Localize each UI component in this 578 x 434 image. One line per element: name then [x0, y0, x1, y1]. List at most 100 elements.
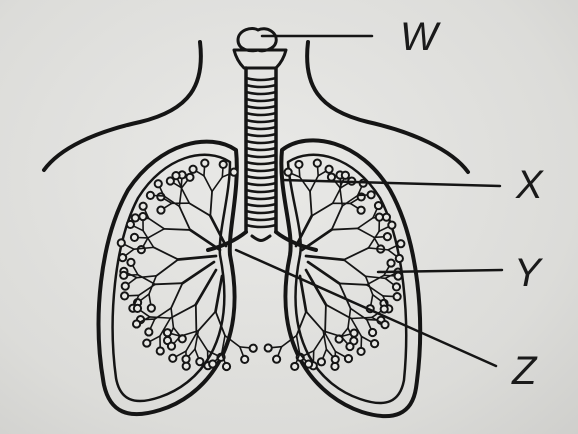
bronchiole-branch [212, 177, 222, 191]
bronchiole-branch [189, 203, 210, 216]
alveolus [396, 255, 403, 262]
alveolus [328, 173, 335, 180]
alveolus [314, 160, 321, 167]
bronchiole-branch [196, 270, 216, 305]
alveolus [332, 356, 339, 363]
neck-shoulder-left [44, 42, 201, 170]
bronchiole-branch [139, 284, 155, 295]
alveolus [394, 293, 401, 300]
bronchiole-branch [344, 260, 366, 277]
tracheal-ring [246, 162, 276, 164]
bronchiole-branch [332, 206, 343, 230]
alveolus [342, 172, 349, 179]
alveolus [357, 207, 364, 214]
larynx [234, 28, 286, 68]
alveolus [122, 283, 129, 290]
bronchiole-branch [198, 311, 215, 330]
alveolus [127, 259, 134, 266]
alveolus [375, 202, 382, 209]
bronchiole-branch [134, 247, 154, 249]
alveolus [147, 192, 154, 199]
alveolus [346, 343, 353, 350]
alveolus [376, 214, 383, 221]
tracheal-ring [246, 183, 276, 185]
tracheal-ring [246, 92, 276, 94]
bronchiole-branch [326, 305, 351, 319]
alveolus [134, 305, 141, 312]
bronchiole-branch [164, 196, 179, 206]
alveolus [345, 355, 352, 362]
trachea [246, 68, 276, 232]
alveolus [169, 355, 176, 362]
tracheal-ring [246, 225, 276, 227]
tracheal-ring [246, 211, 276, 213]
alveolus [121, 292, 128, 299]
bronchiole-branch [179, 206, 190, 230]
alveolus [384, 233, 391, 240]
alveolus [143, 339, 150, 346]
bronchiole-branch [325, 305, 326, 334]
alveolus [387, 259, 394, 266]
tracheal-ring [246, 134, 276, 136]
tracheal-ring [246, 120, 276, 122]
alveolus [155, 180, 162, 187]
bronchiole-branch [164, 229, 190, 230]
alveolus [265, 344, 272, 351]
alveolus [140, 203, 147, 210]
alveolus [318, 358, 325, 365]
bronchiole-branch [150, 317, 171, 318]
alveolus [325, 166, 332, 173]
bronchiole-branch [368, 231, 379, 248]
bronchiole-branch [310, 191, 312, 215]
bronchiole-branch [190, 230, 220, 250]
alveolus [118, 239, 125, 246]
alveolus [305, 360, 312, 367]
alveolus [138, 246, 145, 253]
alveolus [119, 254, 126, 261]
alveolus [350, 330, 357, 337]
bronchiole-branch [351, 317, 372, 318]
alveolus [157, 206, 164, 213]
tracheal-ring [246, 99, 276, 101]
alveolus [273, 356, 280, 363]
bronchiole-branch [332, 228, 358, 229]
alveolus [186, 174, 193, 181]
bronchiole-branch [170, 305, 195, 319]
alveolus [132, 214, 139, 221]
bronchiole-branch [196, 305, 197, 334]
alveolus [381, 305, 388, 312]
alveolus [209, 360, 216, 367]
alveolus [368, 191, 375, 198]
bronchiole-branch [306, 311, 323, 330]
tracheal-ring [246, 155, 276, 157]
bronchiole-branch [300, 177, 310, 191]
alveolus [131, 234, 138, 241]
alveolus [139, 213, 146, 220]
alveolus [196, 358, 203, 365]
bronchiole-branch [181, 188, 189, 204]
alveolus [371, 340, 378, 347]
alveolus [133, 320, 140, 327]
bronchiole-branch [171, 283, 182, 308]
alveolus [201, 160, 208, 167]
bronchioles-right [265, 160, 405, 370]
alveolus [230, 169, 237, 176]
alveolus [357, 348, 364, 355]
alveolus [285, 169, 292, 176]
alveolus [369, 329, 376, 336]
label-z: Z [511, 349, 538, 393]
alveolus [157, 347, 164, 354]
alveolus [189, 166, 196, 173]
label-x: X [515, 163, 544, 207]
label-y: Y [514, 251, 544, 295]
bronchiole-branch [154, 247, 179, 259]
tracheal-ring [246, 204, 276, 206]
bronchiole-branch [210, 191, 212, 215]
alveolus [393, 283, 400, 290]
alveolus [148, 305, 155, 312]
alveolus [397, 240, 404, 247]
tracheal-ring [246, 85, 276, 87]
alveolus [168, 343, 175, 350]
